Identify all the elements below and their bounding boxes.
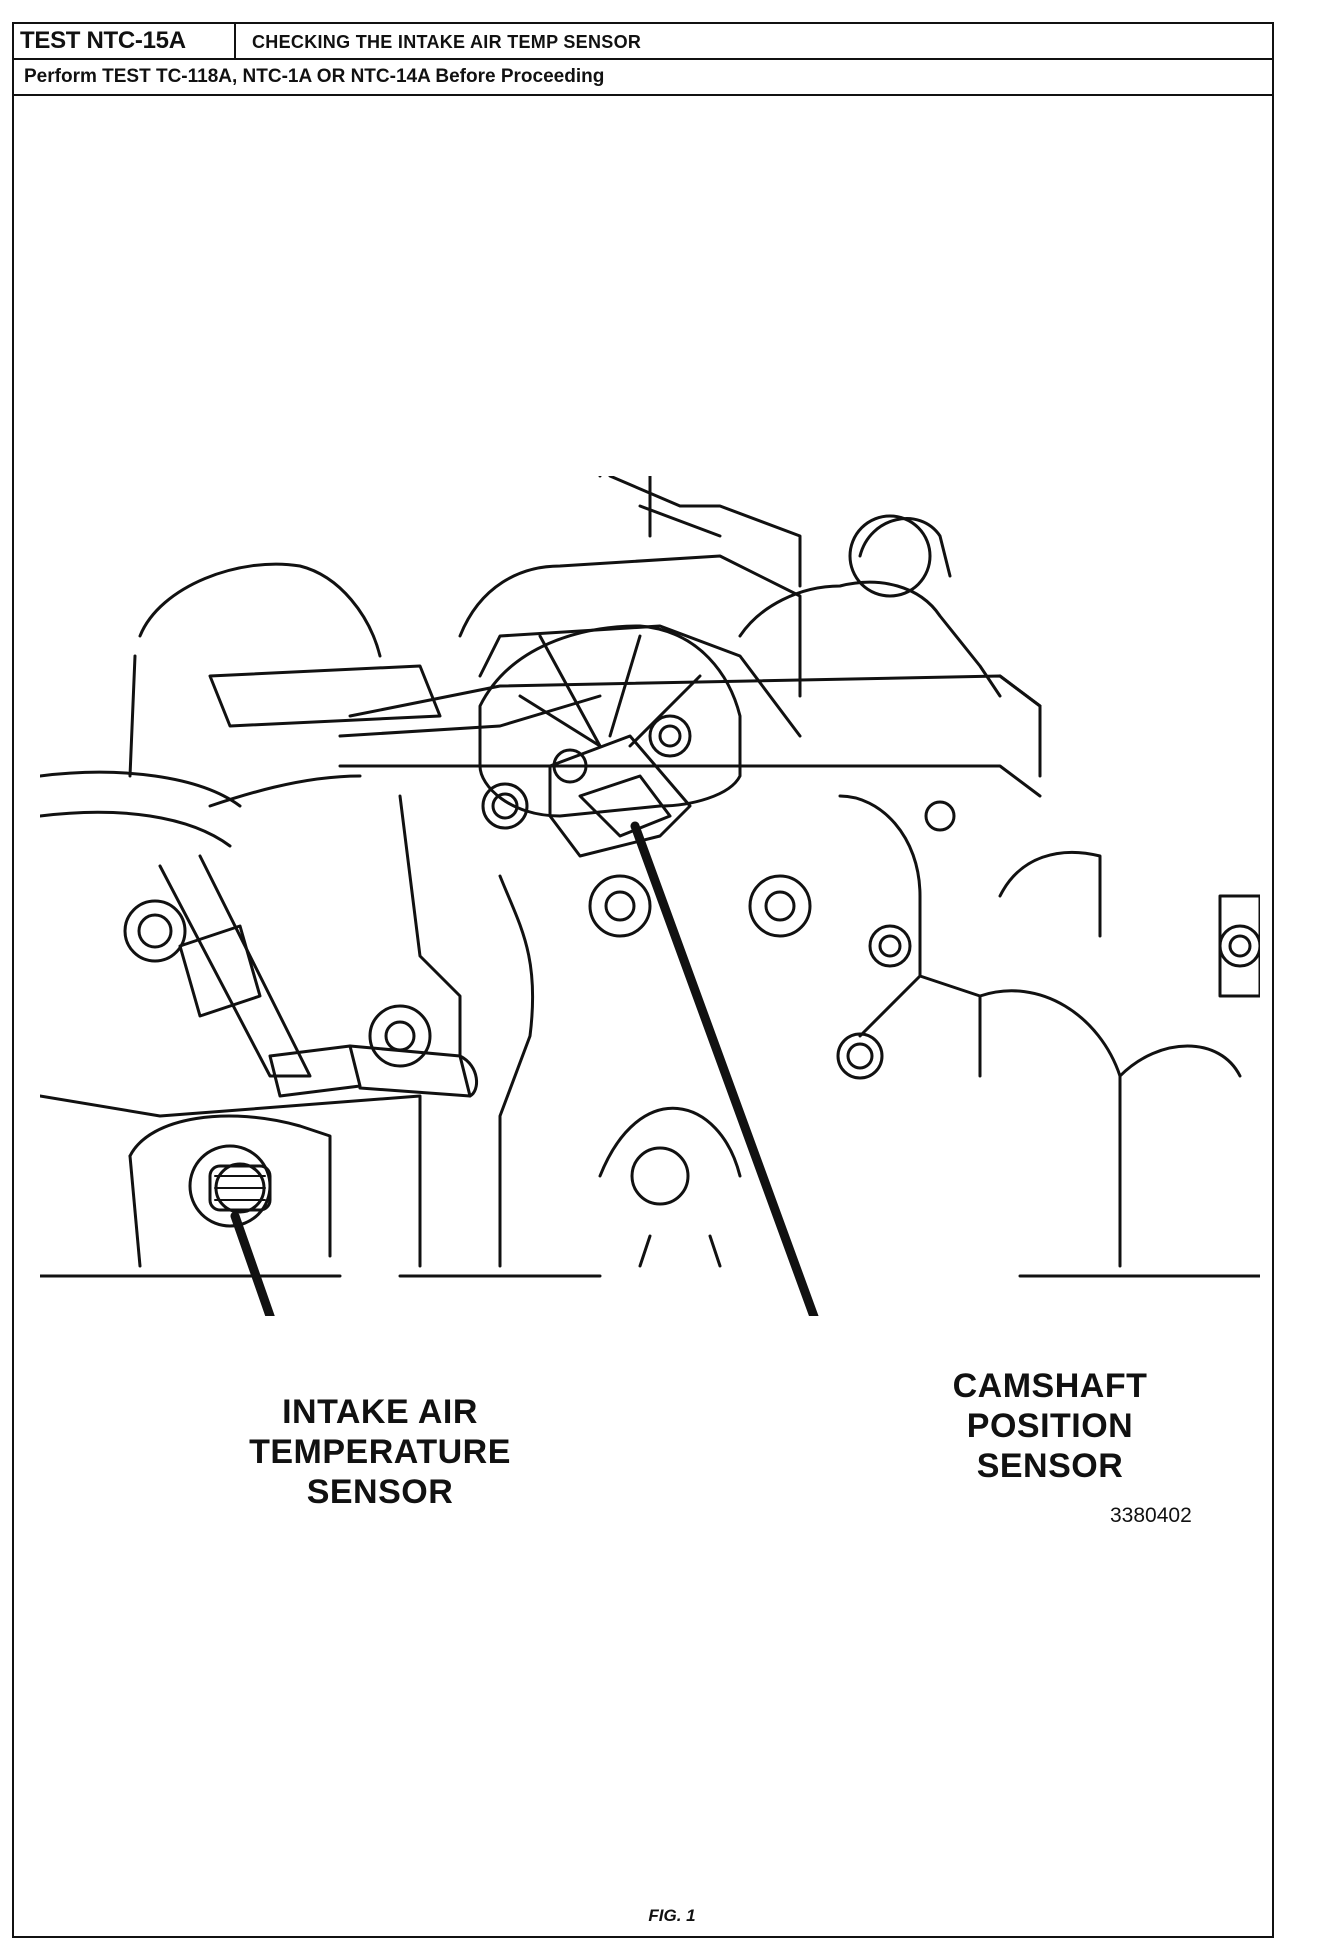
figure-caption: FIG. 1 — [648, 1906, 696, 1925]
test-id: TEST NTC-15A — [14, 24, 236, 58]
label-line: SENSOR — [976, 1447, 1124, 1485]
camshaft-position-sensor-label: CAMSHAFT POSITION SENSOR — [900, 1366, 1200, 1486]
engine-illustration — [40, 476, 1260, 1316]
intake-air-temp-sensor-label: INTAKE AIR TEMPERATURE SENSOR — [220, 1392, 540, 1512]
illustration-code: 3380402 — [1110, 1504, 1192, 1527]
label-line: INTAKE AIR — [282, 1393, 478, 1431]
test-title: CHECKING THE INTAKE AIR TEMP SENSOR — [252, 32, 642, 52]
label-line: CAMSHAFT — [952, 1367, 1148, 1405]
label-line: POSITION — [966, 1407, 1134, 1445]
label-line: TEMPERATURE — [249, 1433, 511, 1471]
prerequisite-note: Perform TEST TC-118A, NTC-1A OR NTC-14A … — [14, 60, 1272, 96]
page-frame: TEST NTC-15A CHECKING THE INTAKE AIR TEM… — [12, 22, 1274, 1938]
label-line: SENSOR — [306, 1473, 454, 1511]
header-row: TEST NTC-15A CHECKING THE INTAKE AIR TEM… — [14, 24, 1272, 60]
